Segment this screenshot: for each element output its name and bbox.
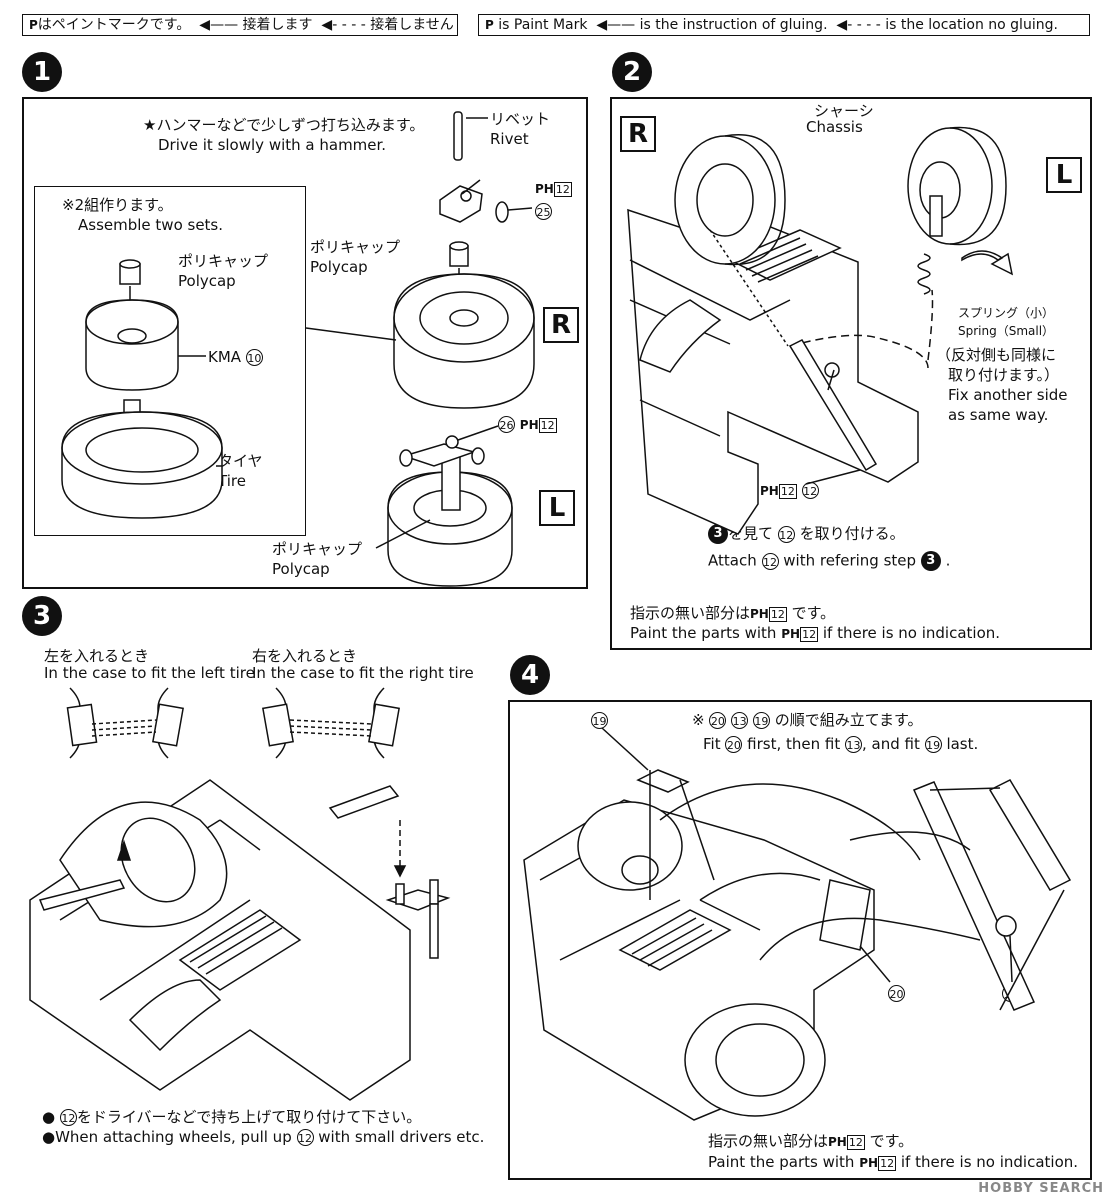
chassis-label-en: Chassis (806, 118, 863, 136)
step-4-number: 4 (510, 655, 550, 695)
tire-label-en: Tire (218, 472, 246, 490)
left-case-jp: 左を入れるとき (44, 647, 150, 665)
tire-label-jp: タイヤ (218, 452, 263, 470)
polycap-label-3-en: Polycap (272, 560, 330, 578)
paint-mark-icon: P (485, 18, 494, 32)
fix-note-en-1: Fix another side (948, 386, 1068, 404)
part-20-callout: 20 (888, 984, 905, 1002)
order-note-jp: ※ 20 13 19 の順で組み立てます。 (692, 711, 923, 729)
step-2-number: 2 (612, 52, 652, 92)
polycap-label-2-en: Polycap (310, 258, 368, 276)
rivet-label-jp: リベット (490, 110, 551, 128)
step-4-panel (508, 700, 1092, 1180)
polycap-label-1-jp: ポリキャップ (178, 252, 269, 270)
fix-note-jp-1: （反対側も同様に (936, 346, 1057, 364)
attach-note-en: Attach 12 with refering step 3 . (708, 551, 951, 571)
driver-note-en: ●When attaching wheels, pull up 12 with … (42, 1128, 485, 1146)
left-case-en: In the case to fit the left tire (44, 664, 255, 682)
fix-note-en-2: as same way. (948, 406, 1049, 424)
polycap-label-3-jp: ポリキャップ (272, 540, 363, 558)
side-r-badge: R (620, 116, 656, 152)
spring-label-jp: スプリング（小） (958, 306, 1055, 320)
side-l-badge: L (539, 490, 575, 526)
step-3-number: 3 (22, 596, 62, 636)
legend-japanese: Pはペイントマークです。 ◀—— 接着します ◀- - - - 接着しません (22, 14, 458, 36)
chassis-label-jp: シャーシ (814, 102, 874, 120)
watermark: HOBBY SEARCH (978, 1181, 1104, 1196)
step-1-number: 1 (22, 52, 62, 92)
paint-mark-icon: P (29, 18, 38, 32)
hammer-note-en: Drive it slowly with a hammer. (158, 136, 387, 154)
polycap-label-2-jp: ポリキャップ (310, 238, 401, 256)
assemble-note-en: Assemble two sets. (78, 216, 224, 234)
right-case-en: In the case to fit the right tire (252, 664, 474, 682)
right-case-jp: 右を入れるとき (252, 647, 358, 665)
polycap-label-1-en: Polycap (178, 272, 236, 290)
part-13-callout: 13 (1002, 984, 1019, 1002)
step-2-panel (610, 97, 1092, 650)
step-1-panel (22, 97, 588, 589)
kma-label: KMA 10 (208, 348, 263, 366)
rivet-label-en: Rivet (490, 130, 529, 148)
part-25-callout: 25 (535, 202, 552, 220)
side-r-badge: R (543, 307, 579, 343)
spring-label-en: Spring（Small） (958, 324, 1055, 338)
step-3-art (29, 687, 451, 1101)
side-l-badge: L (1046, 157, 1082, 193)
assemble-note-jp: ※2組作ります。 (62, 196, 173, 214)
legend-english: P is Paint Mark ◀—— is the instruction o… (478, 14, 1090, 36)
order-note-en: Fit 20 first, then fit 13, and fit 19 la… (703, 735, 979, 753)
hammer-note-jp: ★ハンマーなどで少しずつ打ち込みます。 (143, 116, 425, 134)
step-1-subpanel (34, 186, 306, 536)
fix-note-jp-2: 取り付けます。） (948, 366, 1060, 384)
part-19-callout: 19 (591, 711, 608, 729)
